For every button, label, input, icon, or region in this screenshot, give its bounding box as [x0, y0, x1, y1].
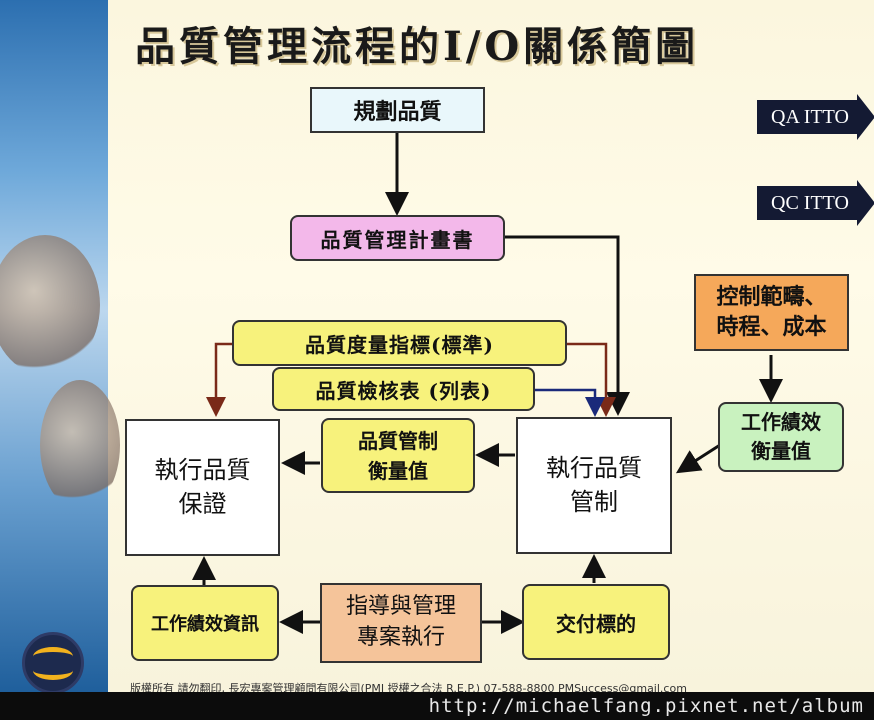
work-perf-info-box: 工作績效資訊: [131, 585, 279, 661]
page-title: 品質管理流程的I/O關係簡圖: [135, 23, 700, 70]
perform-qa-box: 執行品質 保證: [125, 419, 280, 556]
control-scope-box: 控制範疇、 時程、成本: [694, 274, 849, 351]
direct-manage-box: 指導與管理 專案執行: [320, 583, 482, 663]
tab-qc-itto[interactable]: QC ITTO: [757, 180, 874, 226]
quality-plan-box: 品質管理計畫書: [290, 215, 505, 261]
photo-person-2: [40, 380, 120, 510]
arrow-checklist-to-qc: [535, 388, 605, 417]
perform-qc-box: 執行品質 管制: [516, 417, 672, 554]
left-photo-strip: [0, 0, 120, 692]
company-logo: [22, 632, 84, 694]
flow-arrows: [192, 133, 783, 634]
slide: 品質管理流程的I/O關係簡圖: [0, 0, 874, 695]
arrow-plan-doc-to-qc: [505, 235, 630, 416]
arrow-measure-to-qc: [675, 443, 721, 474]
qc-measurements-box: 品質管制 衡量值: [321, 418, 475, 493]
work-perf-measure-box: 工作績效 衡量值: [718, 402, 844, 472]
tab-qa-itto[interactable]: QA ITTO: [757, 94, 874, 140]
arrow-right-icon: [857, 94, 874, 140]
quality-metrics-box: 品質度量指標(標準): [232, 320, 567, 366]
arrow-metrics-to-qa: [206, 342, 232, 417]
plan-quality-box: 規劃品質: [310, 87, 485, 133]
photo-person-1: [0, 235, 100, 375]
arrow-metrics-to-qc: [567, 342, 616, 417]
deliverables-box: 交付標的: [522, 584, 670, 660]
quality-checklist-box: 品質檢核表 (列表): [272, 367, 535, 411]
arrow-right-icon: [857, 180, 874, 226]
tab-qa-itto-label: QA ITTO: [771, 105, 849, 128]
tab-qc-itto-label: QC ITTO: [771, 191, 849, 214]
watermark-url: http://michaelfang.pixnet.net/album: [0, 692, 874, 720]
copyright-footer: 版權所有 請勿翻印, 長宏專案管理顧問有限公司(PMI 授權之合法 R.E.P.…: [130, 682, 687, 695]
